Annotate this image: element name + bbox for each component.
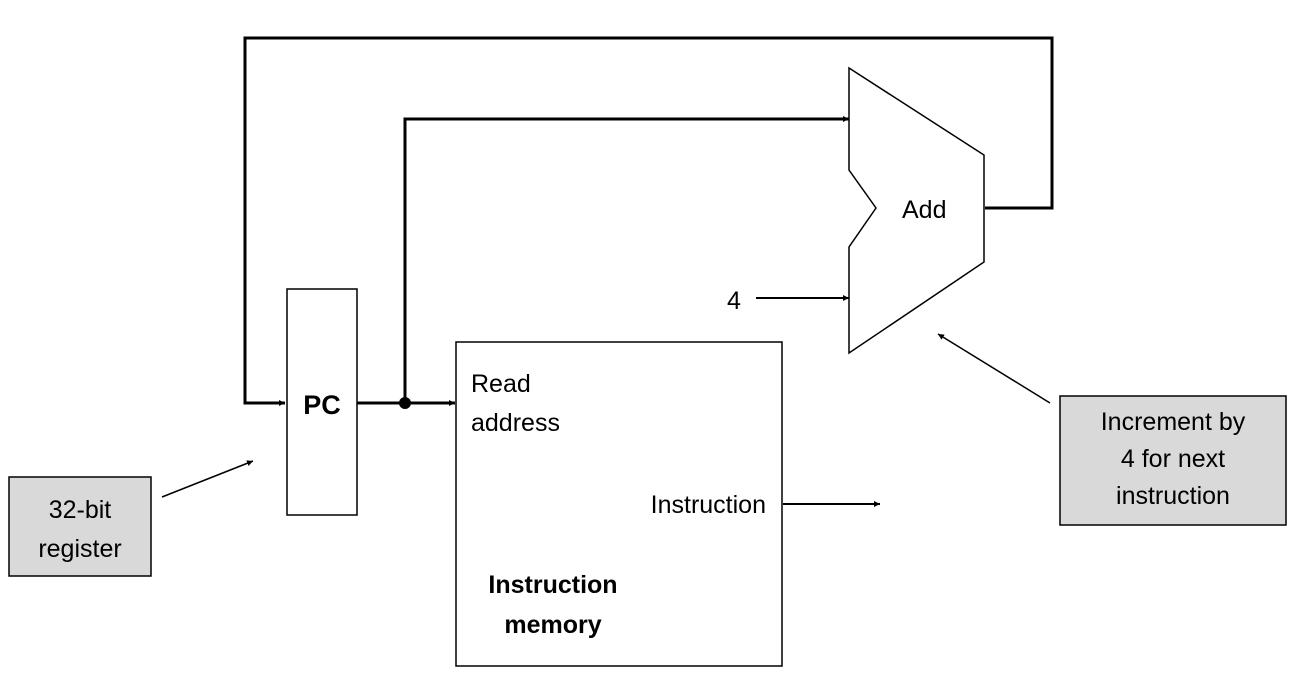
pc-label: PC: [303, 390, 341, 420]
instruction-output-label: Instruction: [651, 491, 766, 519]
memory-title-line2: memory: [504, 611, 601, 639]
instruction-memory-block: [455, 341, 783, 667]
increment-callout-line2: 4 for next: [1121, 445, 1225, 473]
adder-unit: [848, 66, 985, 355]
read-address-label-line2: address: [471, 409, 560, 437]
increment-callout-box: [1059, 395, 1287, 526]
pc-to-adder-wire: [403, 116, 849, 403]
junction-dot: [399, 397, 411, 409]
register-callout-pointer: [161, 460, 254, 498]
increment-callout-pointer: [937, 333, 1051, 404]
memory-title-line1: Instruction: [488, 571, 617, 599]
increment-callout-line3: instruction: [1116, 482, 1230, 510]
register-callout-box: [8, 476, 152, 577]
register-callout-line2: register: [38, 535, 121, 563]
register-callout-line1: 32-bit: [49, 496, 112, 524]
read-address-label-line1: Read: [471, 370, 531, 398]
feedback-wire: [243, 36, 1054, 406]
adder-label: Add: [902, 196, 946, 224]
increment-callout-line1: Increment by: [1101, 408, 1246, 436]
pc-register: [286, 288, 358, 516]
constant-four-label: 4: [727, 287, 741, 315]
